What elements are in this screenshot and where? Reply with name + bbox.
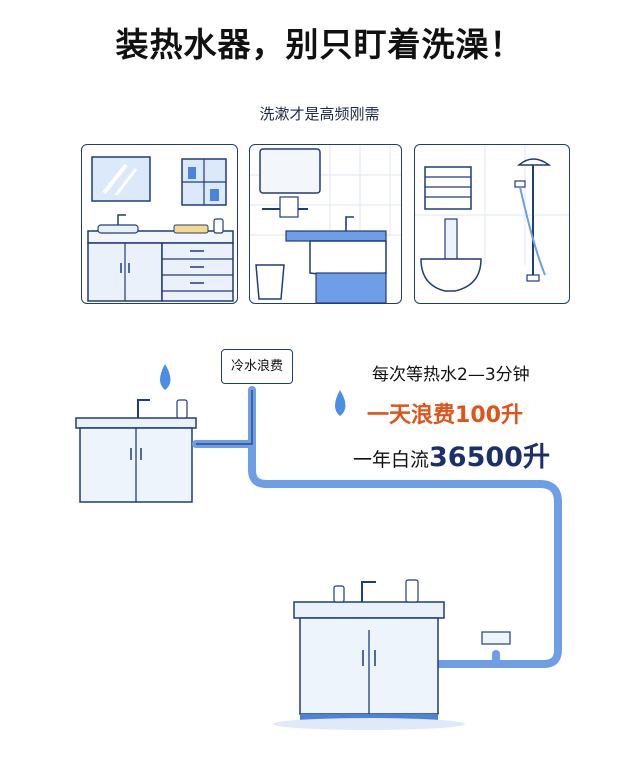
vanity-illustration <box>87 156 234 302</box>
water-drop-icon <box>160 364 171 390</box>
scene-panel-shower-toilet <box>414 144 570 304</box>
wait-time-text: 每次等热水2—3分钟 <box>372 365 530 385</box>
plumbing-scene <box>75 364 562 730</box>
scene-panel-washbasin <box>249 144 402 304</box>
washbasin-illustration <box>250 145 401 303</box>
page-subtitle: 洗漱才是高频刚需 <box>259 105 380 123</box>
right-cabinet <box>273 579 465 730</box>
page-title: 装热水器，别只盯着洗澡！ <box>115 25 524 64</box>
shower-toilet-illustration <box>415 145 569 292</box>
left-cabinet <box>75 399 197 503</box>
water-drop-icon <box>335 390 346 416</box>
cold-water-waste-tag: 冷水浪费 <box>221 349 293 384</box>
scene-panel-vanity <box>81 144 238 304</box>
daily-waste-text: 一天浪费100升 <box>367 403 523 428</box>
yearly-waste-text: 一年白流36500升 <box>353 442 550 473</box>
